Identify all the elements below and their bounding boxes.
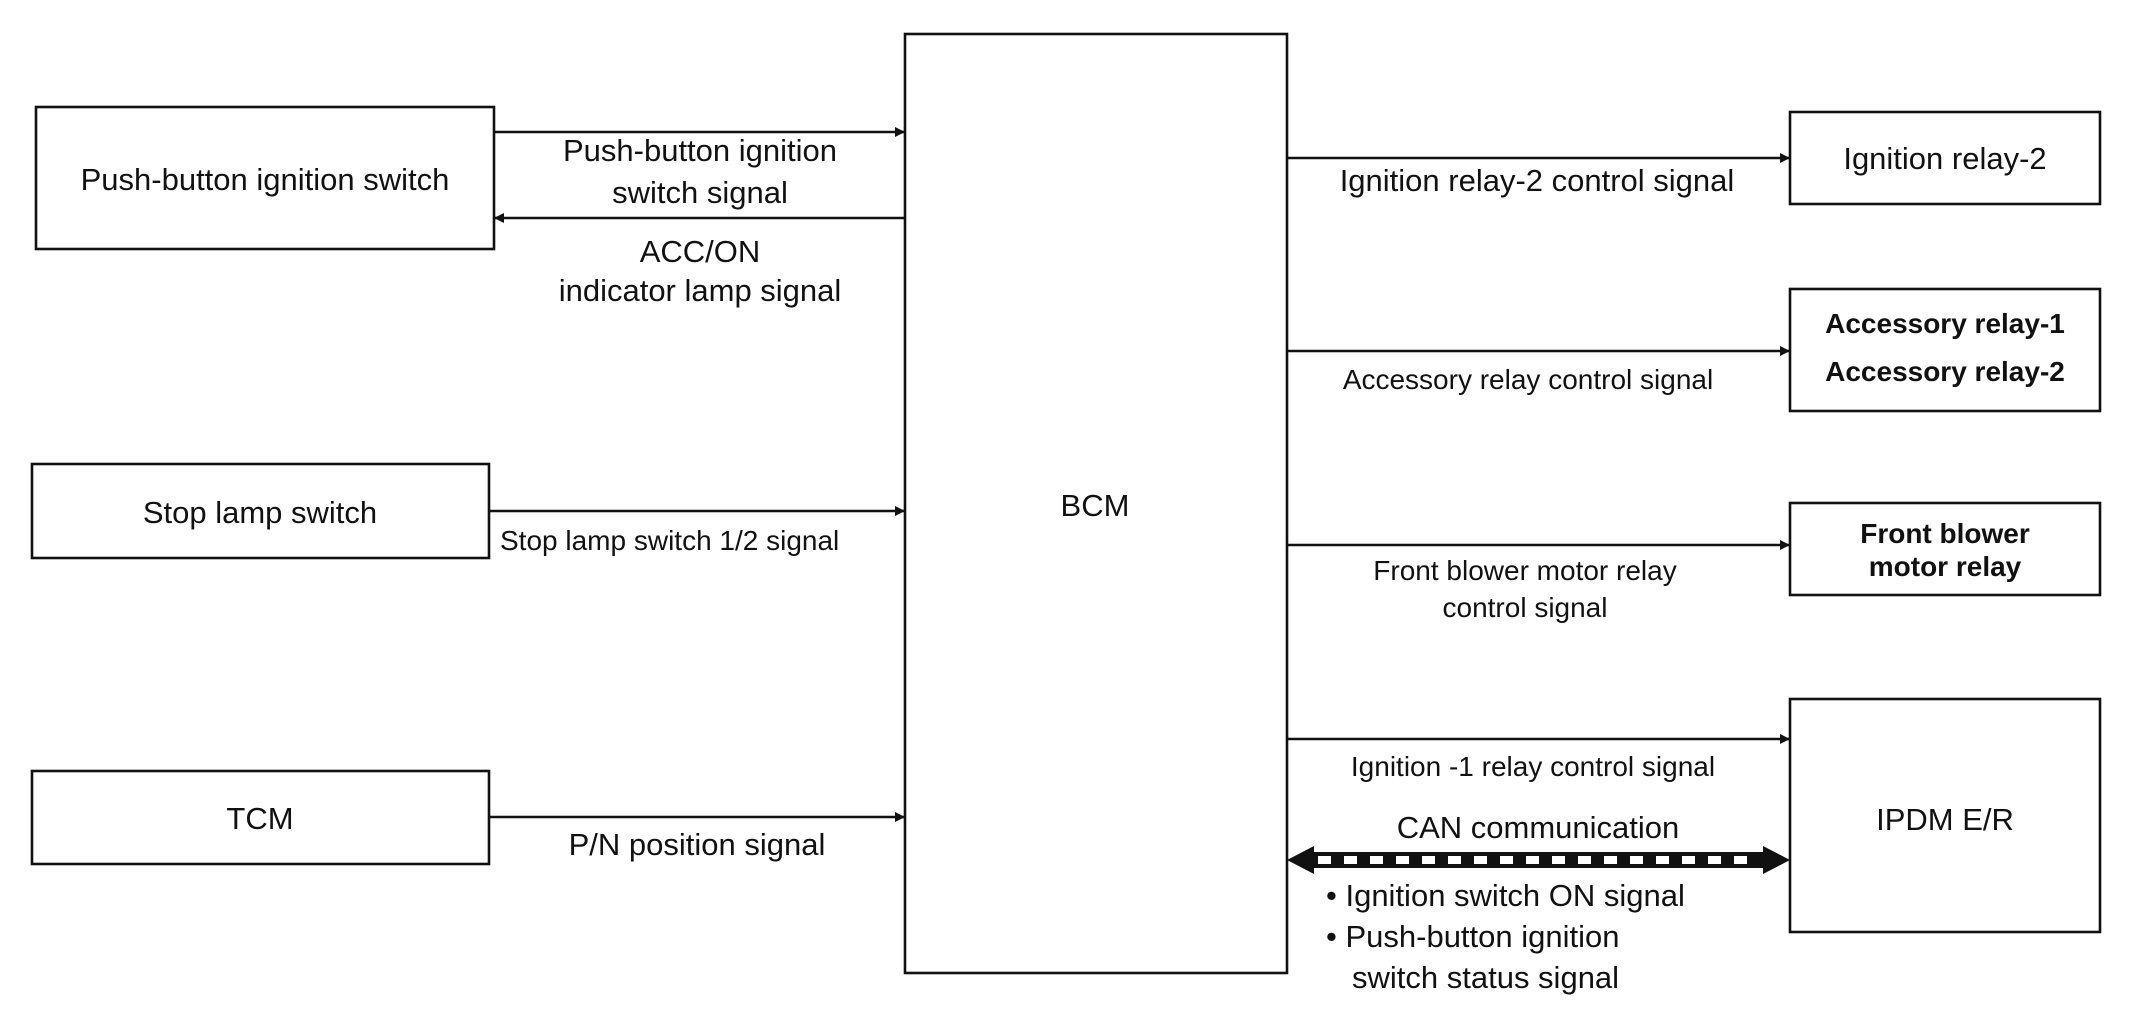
push-button-ignition-switch-label: Push-button ignition switch <box>81 162 450 197</box>
stop-lamp-switch-box: Stop lamp switch <box>30 462 491 560</box>
front-blower-label-line1: Front blower <box>1860 518 2030 549</box>
pn-position-signal-label: P/N position signal <box>569 827 826 862</box>
ignition-relay-2-box: Ignition relay-2 <box>1788 110 2102 206</box>
front-blower-control-label-line1: Front blower motor relay <box>1373 555 1676 586</box>
accessory-relay-2-label: Accessory relay-2 <box>1825 356 2065 387</box>
acc-on-label-line1: ACC/ON <box>640 234 761 269</box>
bcm-label: BCM <box>1061 488 1130 523</box>
front-blower-control-label-line2: control signal <box>1443 592 1608 623</box>
ignition-1-relay-control-label: Ignition -1 relay control signal <box>1351 751 1715 782</box>
ignition-relay-2-control-label: Ignition relay-2 control signal <box>1340 163 1735 198</box>
ipdm-er-label: IPDM E/R <box>1876 802 2014 837</box>
front-blower-motor-relay-box: Front blower motor relay <box>1788 501 2102 597</box>
acc-on-label-line2: indicator lamp signal <box>559 273 842 308</box>
can-bullet-push-button-line2: switch status signal <box>1352 960 1619 995</box>
stop-lamp-signal-label: Stop lamp switch 1/2 signal <box>500 525 839 556</box>
accessory-relay-box: Accessory relay-1 Accessory relay-2 <box>1788 287 2102 413</box>
ipdm-er-box: IPDM E/R <box>1788 697 2102 934</box>
ignition-relay-2-label: Ignition relay-2 <box>1843 141 2046 176</box>
can-bullet-ignition-on: • Ignition switch ON signal <box>1326 878 1685 913</box>
push-button-signal-label-line1: Push-button ignition <box>563 133 837 168</box>
stop-lamp-switch-label: Stop lamp switch <box>143 495 377 530</box>
can-communication-label: CAN communication <box>1397 810 1680 845</box>
tcm-box: TCM <box>30 769 491 866</box>
can-bullet-push-button-line1: • Push-button ignition <box>1326 919 1620 954</box>
push-button-signal-label-line2: switch signal <box>612 175 788 210</box>
front-blower-label-line2: motor relay <box>1869 551 2022 582</box>
can-bus-line <box>1287 846 1790 874</box>
accessory-relay-1-label: Accessory relay-1 <box>1825 308 2065 339</box>
bcm-box: BCM <box>903 32 1289 975</box>
tcm-label: TCM <box>226 801 293 836</box>
push-button-ignition-switch-box: Push-button ignition switch <box>34 105 496 251</box>
accessory-relay-control-label: Accessory relay control signal <box>1343 364 1713 395</box>
